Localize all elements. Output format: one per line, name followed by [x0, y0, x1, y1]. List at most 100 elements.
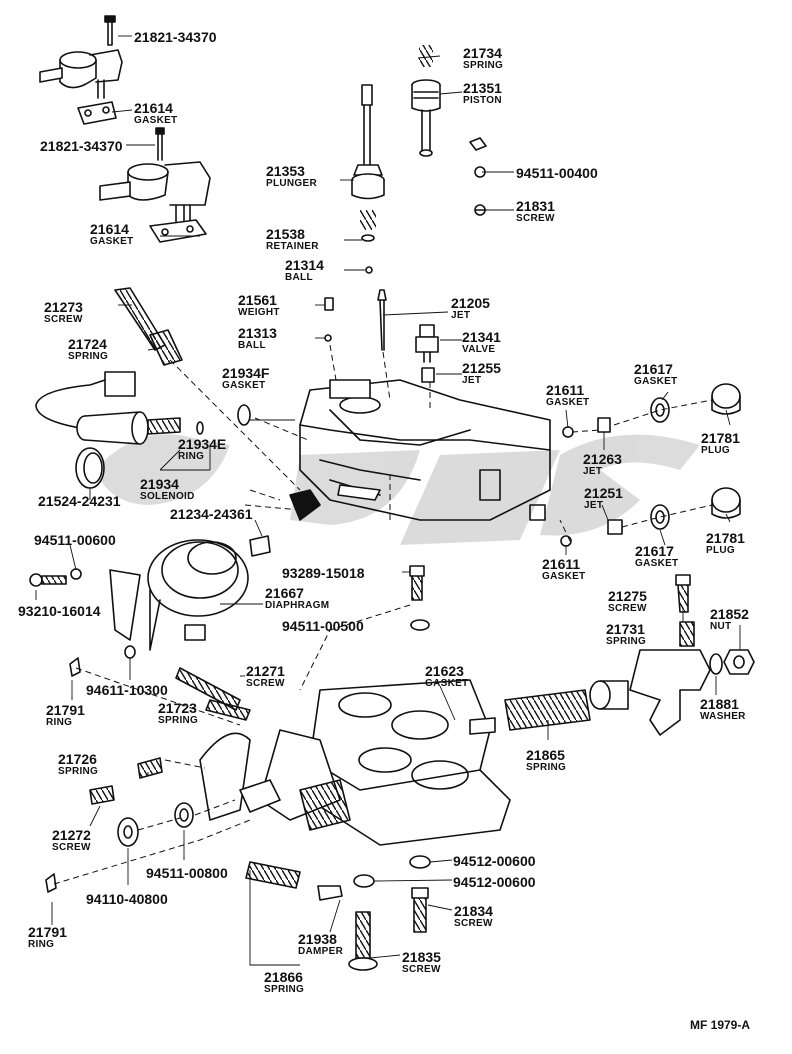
part-number: 94511-00500 — [282, 618, 364, 634]
part-desc: JET — [462, 375, 482, 386]
spring-21866 — [245, 861, 301, 889]
plug-21781-bottom — [711, 487, 741, 519]
part-number: 21271 — [246, 663, 285, 679]
part-number: 21353 — [266, 163, 305, 179]
ring-21791-upper — [69, 657, 81, 677]
part-number: 21834 — [454, 903, 493, 919]
washer-94512-upper — [409, 855, 431, 869]
part-desc: SPRING — [68, 351, 109, 362]
label-94511-00500: 94511-00500 — [282, 619, 364, 633]
leader-lines — [35, 35, 741, 966]
part-number: 21934E — [178, 436, 227, 452]
part-desc: PLUG — [706, 545, 735, 556]
screw-93289 — [409, 565, 425, 601]
solenoid — [35, 371, 181, 445]
label-94611-10300: 94611-10300 — [86, 683, 168, 697]
washer-94511-00800 — [174, 802, 194, 828]
part-desc: GASKET — [425, 678, 469, 689]
part-number: 94511-00800 — [146, 865, 228, 881]
throttle-body — [259, 679, 511, 846]
part-number: 94511-00600 — [34, 532, 116, 548]
bushing-94110 — [117, 817, 139, 847]
part-desc: SPRING — [158, 715, 199, 726]
weight-21561 — [324, 297, 334, 311]
part-number: 21263 — [583, 451, 622, 467]
part-desc: JET — [451, 310, 471, 321]
part-desc: GASKET — [222, 380, 266, 391]
part-number: 21255 — [462, 360, 501, 376]
part-desc: GASKET — [542, 571, 586, 582]
part-number: 21934 — [140, 476, 179, 492]
part-desc: SCREW — [52, 842, 91, 853]
part-number: 21251 — [584, 485, 623, 501]
label-21821-34370-b: 21821-34370 — [40, 139, 123, 153]
part-number: 21821-34370 — [40, 138, 123, 154]
part-number: 21617 — [634, 361, 673, 377]
part-number: 21835 — [402, 949, 441, 965]
part-number: 21724 — [68, 336, 107, 352]
part-number: 21313 — [238, 325, 277, 341]
spring-21723 — [205, 699, 251, 721]
part-number: 21934F — [222, 365, 270, 381]
part-number: 21314 — [285, 257, 324, 273]
nut-21852 — [723, 649, 755, 675]
part-number: 21351 — [463, 80, 502, 96]
ring-21791-lower — [45, 873, 57, 893]
part-number: 21667 — [265, 585, 304, 601]
figure-id: MF 1979-A — [690, 1018, 751, 1032]
label-94512-00600-b: 94512-00600 — [453, 875, 536, 889]
screw-21272 — [89, 785, 115, 805]
part-desc: SPRING — [264, 984, 305, 995]
part-number: 21791 — [46, 702, 85, 718]
hose-21234 — [249, 535, 271, 557]
part-desc: JET — [583, 466, 603, 477]
jet-21263 — [597, 417, 611, 433]
washer-94511-00600 — [70, 568, 82, 580]
spring-21726 — [137, 757, 163, 779]
screw-21834 — [411, 887, 429, 933]
part-desc: SPRING — [526, 762, 567, 773]
part-number: 21781 — [706, 530, 745, 546]
part-desc: SOLENOID — [140, 491, 195, 502]
part-desc: JET — [584, 500, 604, 511]
part-number: 21614 — [134, 100, 173, 116]
label-94512-00600-a: 94512-00600 — [453, 854, 536, 868]
part-desc: DIAPHRAGM — [265, 600, 330, 611]
part-number: 21623 — [425, 663, 464, 679]
part-number: 21341 — [462, 329, 501, 345]
part-desc: VALVE — [462, 344, 496, 355]
part-desc: RETAINER — [266, 241, 319, 252]
part-number: 94511-00400 — [516, 165, 598, 181]
label-94110-40800: 94110-40800 — [86, 892, 168, 906]
screw-21275 — [675, 574, 691, 613]
part-number: 21723 — [158, 700, 197, 716]
assembly-lines — [53, 344, 713, 885]
lever-21862 — [199, 732, 281, 821]
part-number: 21726 — [58, 751, 97, 767]
